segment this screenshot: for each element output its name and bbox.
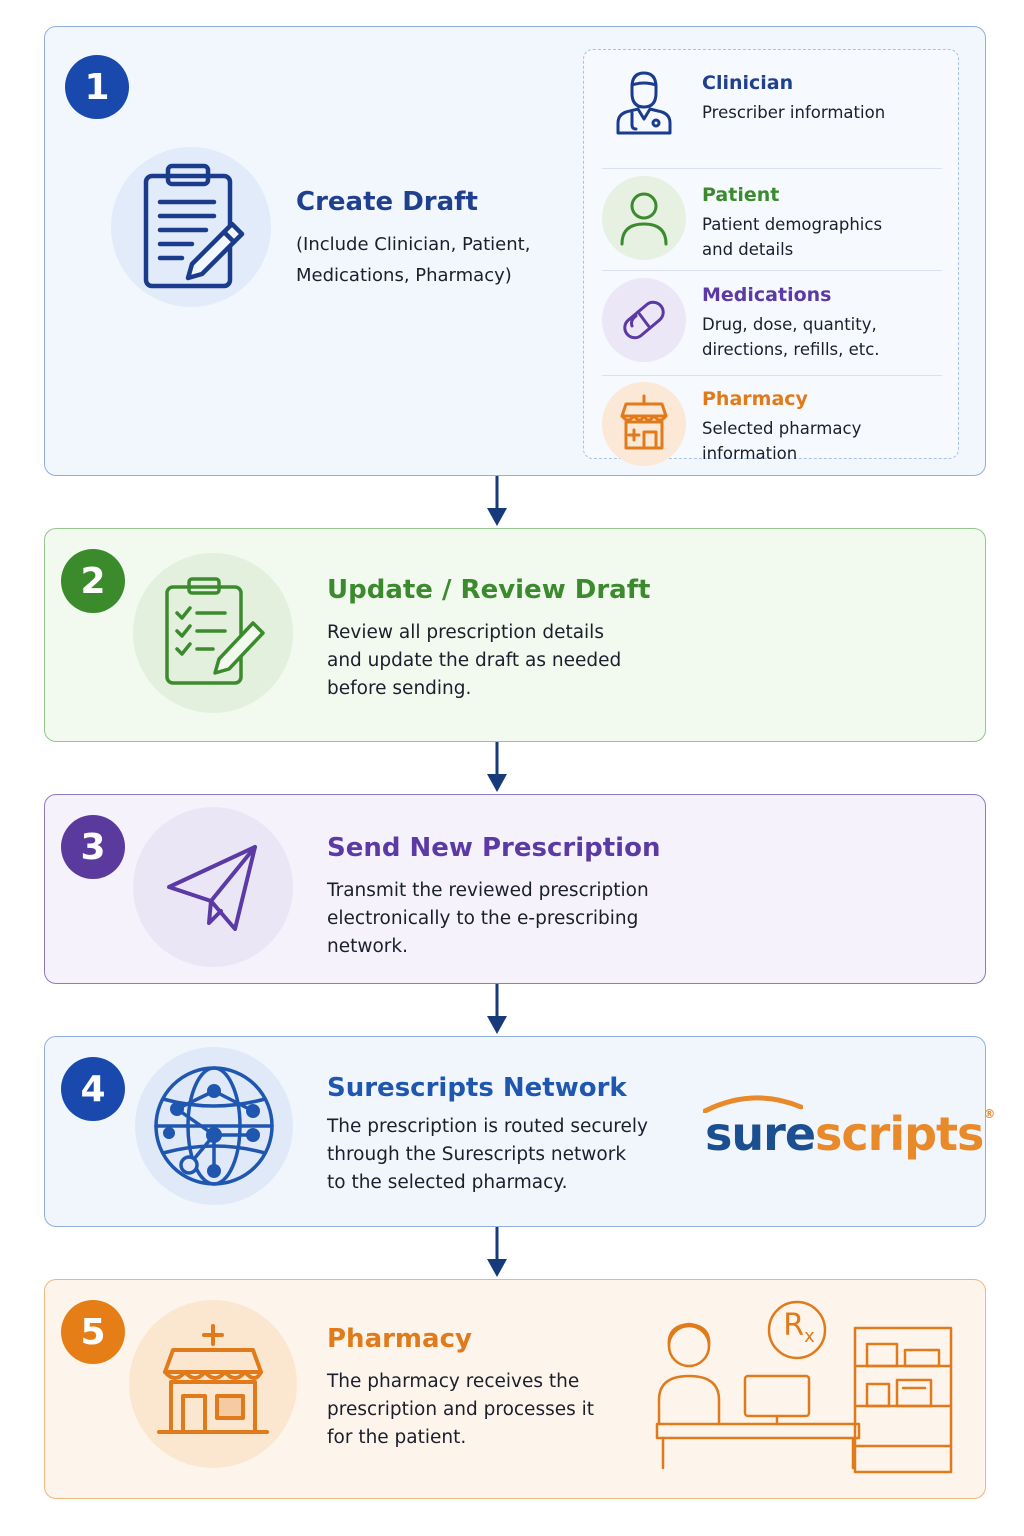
doctor-icon <box>602 60 686 144</box>
detail-title: Pharmacy <box>702 388 808 410</box>
logo-swoosh <box>703 1095 803 1113</box>
step-number-badge: 4 <box>61 1057 125 1121</box>
detail-description: Prescriber information <box>702 103 886 122</box>
step-create-draft: 1 Create Draft (Include Clinician, Patie… <box>44 26 986 476</box>
step-description: The prescription is routed securely thro… <box>327 1116 648 1193</box>
network-globe-icon <box>135 1047 293 1205</box>
divider <box>602 270 942 271</box>
detail-description: Patient demographics and details <box>702 215 883 259</box>
detail-title: Patient <box>702 184 780 206</box>
detail-title: Medications <box>702 284 832 306</box>
step-title: Update / Review Draft <box>327 575 651 605</box>
flow-arrow <box>487 1227 507 1277</box>
paper-plane-icon <box>133 807 293 967</box>
step-number-badge: 3 <box>61 815 125 879</box>
step-send-new-prescription: 3 Send New Prescription Transmit the rev… <box>44 794 986 984</box>
surescripts-logo: surescripts® <box>703 1095 995 1161</box>
divider <box>602 375 942 376</box>
step-description: (Include Clinician, Patient, Medications… <box>296 234 531 286</box>
step-title: Create Draft <box>296 187 478 217</box>
step-number-badge: 5 <box>61 1300 125 1364</box>
pharmacist-counter-icon <box>655 1300 953 1474</box>
step-number-badge: 2 <box>61 549 125 613</box>
logo-text-scripts: scripts <box>815 1107 984 1161</box>
pharmacy-store-icon <box>129 1300 297 1468</box>
step-update-review-draft: 2 Update / Review Draft Review all presc… <box>44 528 986 742</box>
step-title: Surescripts Network <box>327 1073 627 1103</box>
step-description: Review all prescription details and upda… <box>327 622 622 699</box>
flow-arrow <box>487 742 507 792</box>
step-pharmacy: 5 Pharmacy The pharmacy receives the pre… <box>44 1279 986 1499</box>
detail-medications: Medications Drug, dose, quantity, direct… <box>602 278 942 378</box>
detail-description: Drug, dose, quantity, directions, refill… <box>702 315 880 359</box>
pharmacy-store-icon <box>602 382 686 466</box>
rx-symbol: Rx <box>779 1308 819 1347</box>
step-title: Pharmacy <box>327 1324 472 1354</box>
divider <box>602 168 942 169</box>
detail-title: Clinician <box>702 72 794 94</box>
flow-arrow <box>487 984 507 1034</box>
checklist-clipboard-icon <box>133 553 293 713</box>
detail-pharmacy: Pharmacy Selected pharmacy information <box>602 382 942 466</box>
logo-registered-mark: ® <box>983 1107 995 1121</box>
step-number-badge: 1 <box>65 55 129 119</box>
rx-subscript: x <box>804 1326 815 1347</box>
step-title: Send New Prescription <box>327 833 661 863</box>
logo-text-sure: sure <box>705 1107 816 1161</box>
pill-icon <box>602 278 686 362</box>
step-description: Transmit the reviewed prescription elect… <box>327 880 649 957</box>
person-icon <box>602 176 686 260</box>
flow-arrow <box>487 476 507 526</box>
detail-clinician: Clinician Prescriber information <box>602 60 942 160</box>
rx-letter: R <box>783 1308 805 1343</box>
detail-patient: Patient Patient demographics and details <box>602 176 942 276</box>
clipboard-pen-icon <box>111 147 271 307</box>
draft-details-panel: Clinician Prescriber information Patient… <box>583 49 959 466</box>
detail-description: Selected pharmacy information <box>702 419 862 463</box>
step-description: The pharmacy receives the prescription a… <box>327 1371 595 1448</box>
step-surescripts-network: 4 <box>44 1036 995 1227</box>
